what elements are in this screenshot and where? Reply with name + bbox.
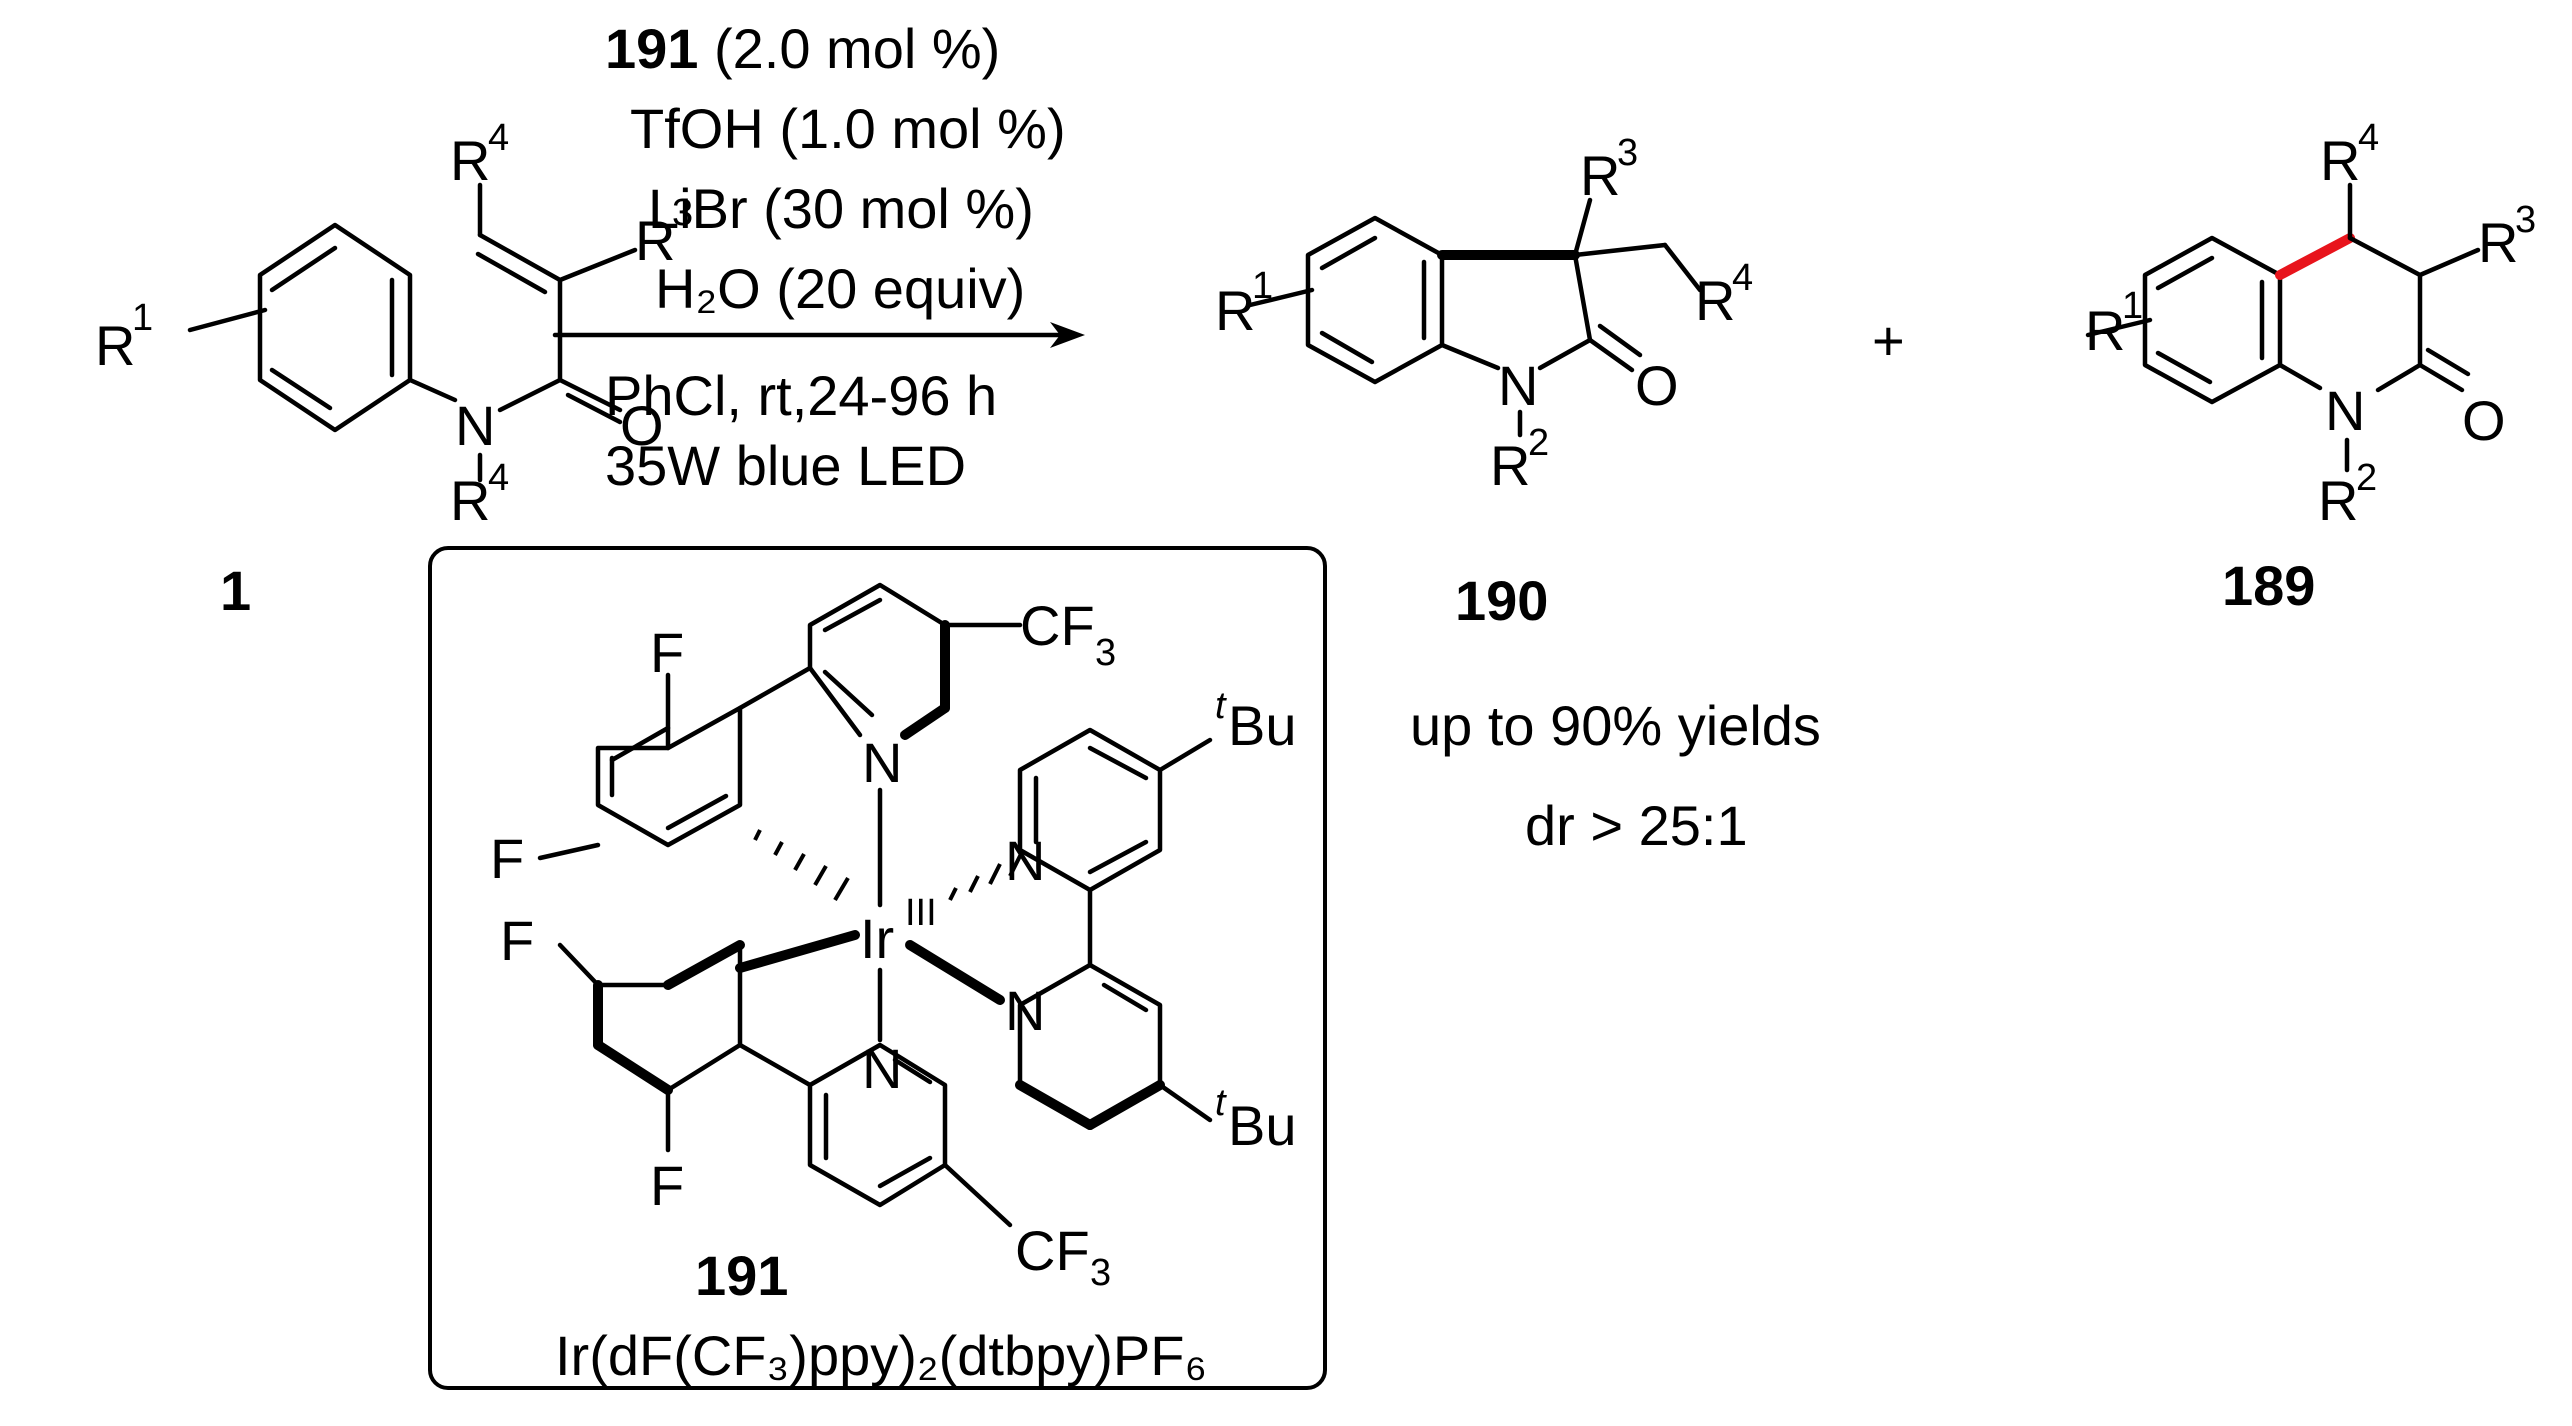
svg-text:R: R: [2318, 469, 2358, 532]
svg-text:2: 2: [1528, 422, 1549, 464]
svg-text:Bu: Bu: [1228, 694, 1297, 757]
svg-text:O: O: [1635, 354, 1679, 417]
product-label-189: 189: [2222, 554, 2315, 617]
reactant-label: 1: [220, 559, 251, 622]
svg-text:1: 1: [132, 297, 153, 339]
svg-text:3: 3: [1617, 132, 1638, 174]
svg-text:4: 4: [1732, 257, 1753, 299]
product-structure-190: N O R2 R3 R4 R1: [1215, 132, 1753, 497]
svg-text:3: 3: [1090, 1252, 1111, 1294]
reaction-arrow: [552, 322, 1085, 348]
svg-text:4: 4: [488, 457, 509, 499]
plus-sign: +: [1872, 309, 1905, 372]
product-structure-189: N O R2 R4 R3 R1: [2085, 117, 2536, 532]
svg-text:R: R: [450, 469, 490, 532]
svg-text:R: R: [2478, 211, 2518, 274]
svg-text:F: F: [490, 827, 524, 890]
reactant-structure-1: R1 N R4 O R3 R4: [95, 117, 693, 532]
svg-text:t: t: [1215, 1082, 1227, 1124]
svg-text:CF: CF: [1020, 594, 1095, 657]
svg-text:R: R: [2085, 299, 2125, 362]
condition-line-3: H₂O (20 equiv): [655, 257, 1025, 320]
condition-line-4: PhCl, rt,24-96 h: [605, 364, 997, 427]
catalyst-formula: Ir(dF(CF₃)ppy)₂(dtbpy)PF₆: [555, 1324, 1207, 1387]
svg-text:CF: CF: [1015, 1219, 1090, 1282]
condition-catalyst: 191 (2.0 mol %): [605, 17, 1000, 80]
dr-text: dr > 25:1: [1525, 794, 1748, 857]
svg-text:R: R: [1490, 434, 1530, 497]
svg-text:O: O: [620, 394, 664, 457]
svg-text:R: R: [1215, 279, 1255, 342]
svg-text:3: 3: [2515, 199, 2536, 241]
svg-text:3: 3: [672, 192, 693, 234]
yield-text: up to 90% yields: [1410, 694, 1821, 757]
svg-text:R: R: [1580, 144, 1620, 207]
svg-text:R: R: [95, 314, 135, 377]
condition-line-1: TfOH (1.0 mol %): [630, 97, 1066, 160]
condition-line-5: 35W blue LED: [605, 434, 966, 497]
svg-text:N: N: [862, 731, 902, 794]
svg-text:N: N: [1005, 979, 1045, 1042]
svg-text:4: 4: [488, 117, 509, 159]
svg-text:R: R: [1695, 269, 1735, 332]
svg-text:Bu: Bu: [1228, 1094, 1297, 1157]
svg-text:t: t: [1215, 685, 1227, 727]
svg-text:N: N: [455, 394, 495, 457]
svg-text:III: III: [905, 892, 937, 934]
svg-text:F: F: [500, 909, 534, 972]
svg-text:N: N: [2325, 379, 2365, 442]
svg-text:3: 3: [1095, 632, 1116, 674]
product-label-190: 190: [1455, 569, 1548, 632]
catalyst-label: 191: [695, 1244, 788, 1307]
svg-text:Ir: Ir: [860, 907, 894, 970]
svg-text:1: 1: [2122, 285, 2143, 327]
svg-text:N: N: [862, 1037, 902, 1100]
svg-text:O: O: [2462, 389, 2506, 452]
svg-text:F: F: [650, 1154, 684, 1217]
svg-text:R: R: [635, 209, 675, 272]
condition-line-2: LiBr (30 mol %): [648, 177, 1034, 240]
svg-text:R: R: [2320, 129, 2360, 192]
svg-text:1: 1: [1252, 265, 1273, 307]
svg-text:2: 2: [2356, 457, 2377, 499]
svg-text:N: N: [1005, 829, 1045, 892]
svg-text:R: R: [450, 129, 490, 192]
svg-text:4: 4: [2358, 117, 2379, 159]
svg-text:N: N: [1498, 354, 1538, 417]
svg-text:F: F: [650, 621, 684, 684]
catalyst-box: [428, 546, 1327, 1390]
